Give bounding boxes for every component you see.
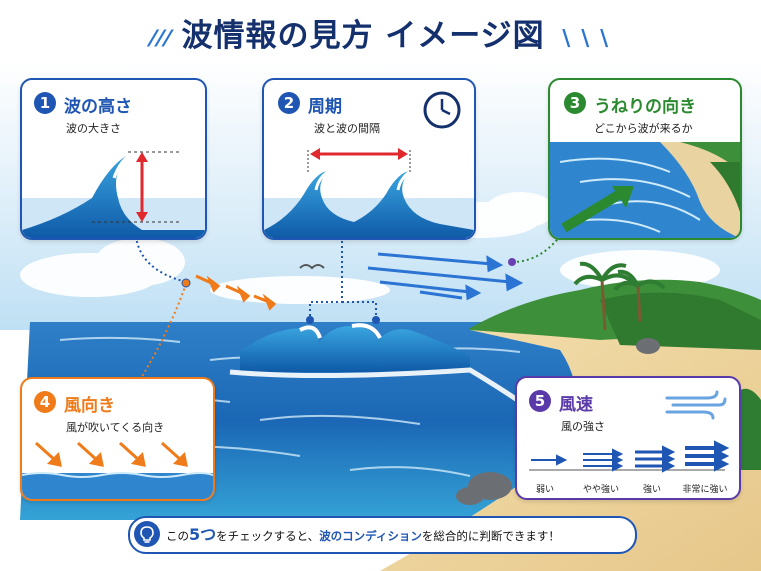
wave-height-illustration <box>22 150 205 238</box>
wind-speed-label: 強い <box>642 485 661 495</box>
title-accent-left: ⁄ ⁄ ⁄ <box>151 27 169 52</box>
item-number-badge: 3 <box>564 92 586 114</box>
item-title: うねりの向き <box>594 97 696 117</box>
card-wave-period: 2 周期 波と波の間隔 <box>262 78 476 240</box>
card-wind-direction: 4 風向き 風が吹いてくる向き <box>20 377 215 501</box>
page-title-text: 波情報の見方 イメージ図 <box>181 18 545 54</box>
footer-note: この5つをチェックすると、波のコンディションを総合的に判断できます！ <box>128 516 637 554</box>
footer-count: 5つ <box>189 525 217 544</box>
item-title: 風速 <box>559 395 593 415</box>
wind-speed-label: 非常に強い <box>682 485 728 495</box>
footer-text-pre: この <box>166 529 189 543</box>
swell-direction-illustration <box>550 142 740 238</box>
title-accent-right: ∖ ∖ ∖ <box>558 27 612 52</box>
item-subtitle: 風の強さ <box>561 420 605 433</box>
footer-text: この5つをチェックすると、波のコンディションを総合的に判断できます！ <box>166 518 560 552</box>
wind-speed-label: 弱い <box>535 485 554 495</box>
item-number-badge: 4 <box>34 391 56 413</box>
page-title: ⁄ ⁄ ⁄ 波情報の見方 イメージ図 ∖ ∖ ∖ <box>0 10 761 55</box>
footer-text-post: を総合的に判断できます！ <box>421 529 560 543</box>
item-title: 風向き <box>64 396 115 416</box>
seagull-icon <box>299 264 325 270</box>
wave-period-illustration <box>264 148 474 238</box>
card-wave-height: 1 波の高さ 波の大きさ <box>20 78 207 240</box>
card-wind-speed: 5 風速 風の強さ 弱い やや強い 強い 非常に強い <box>515 376 741 500</box>
footer-emphasis: 波のコンディション <box>319 529 422 543</box>
item-subtitle: 波と波の間隔 <box>314 122 380 135</box>
wind-speed-scale <box>529 440 730 473</box>
wind-direction-illustration <box>22 441 213 499</box>
item-subtitle: 風が吹いてくる向き <box>66 421 165 434</box>
item-number-badge: 5 <box>529 390 551 412</box>
item-number-badge: 2 <box>278 92 300 114</box>
item-subtitle: 波の大きさ <box>66 122 121 135</box>
clock-icon <box>423 91 461 129</box>
lightbulb-icon <box>134 521 160 547</box>
wind-icon <box>665 390 727 420</box>
item-title: 波の高さ <box>64 97 132 117</box>
item-subtitle: どこから波が来るか <box>594 122 693 135</box>
footer-text-mid: をチェックすると、 <box>216 529 320 543</box>
item-number-badge: 1 <box>34 92 56 114</box>
wind-speed-label: やや強い <box>582 485 619 495</box>
item-title: 周期 <box>308 97 342 117</box>
card-swell-direction: 3 うねりの向き どこから波が来るか <box>548 78 742 240</box>
palm-tree-icon <box>573 261 666 331</box>
